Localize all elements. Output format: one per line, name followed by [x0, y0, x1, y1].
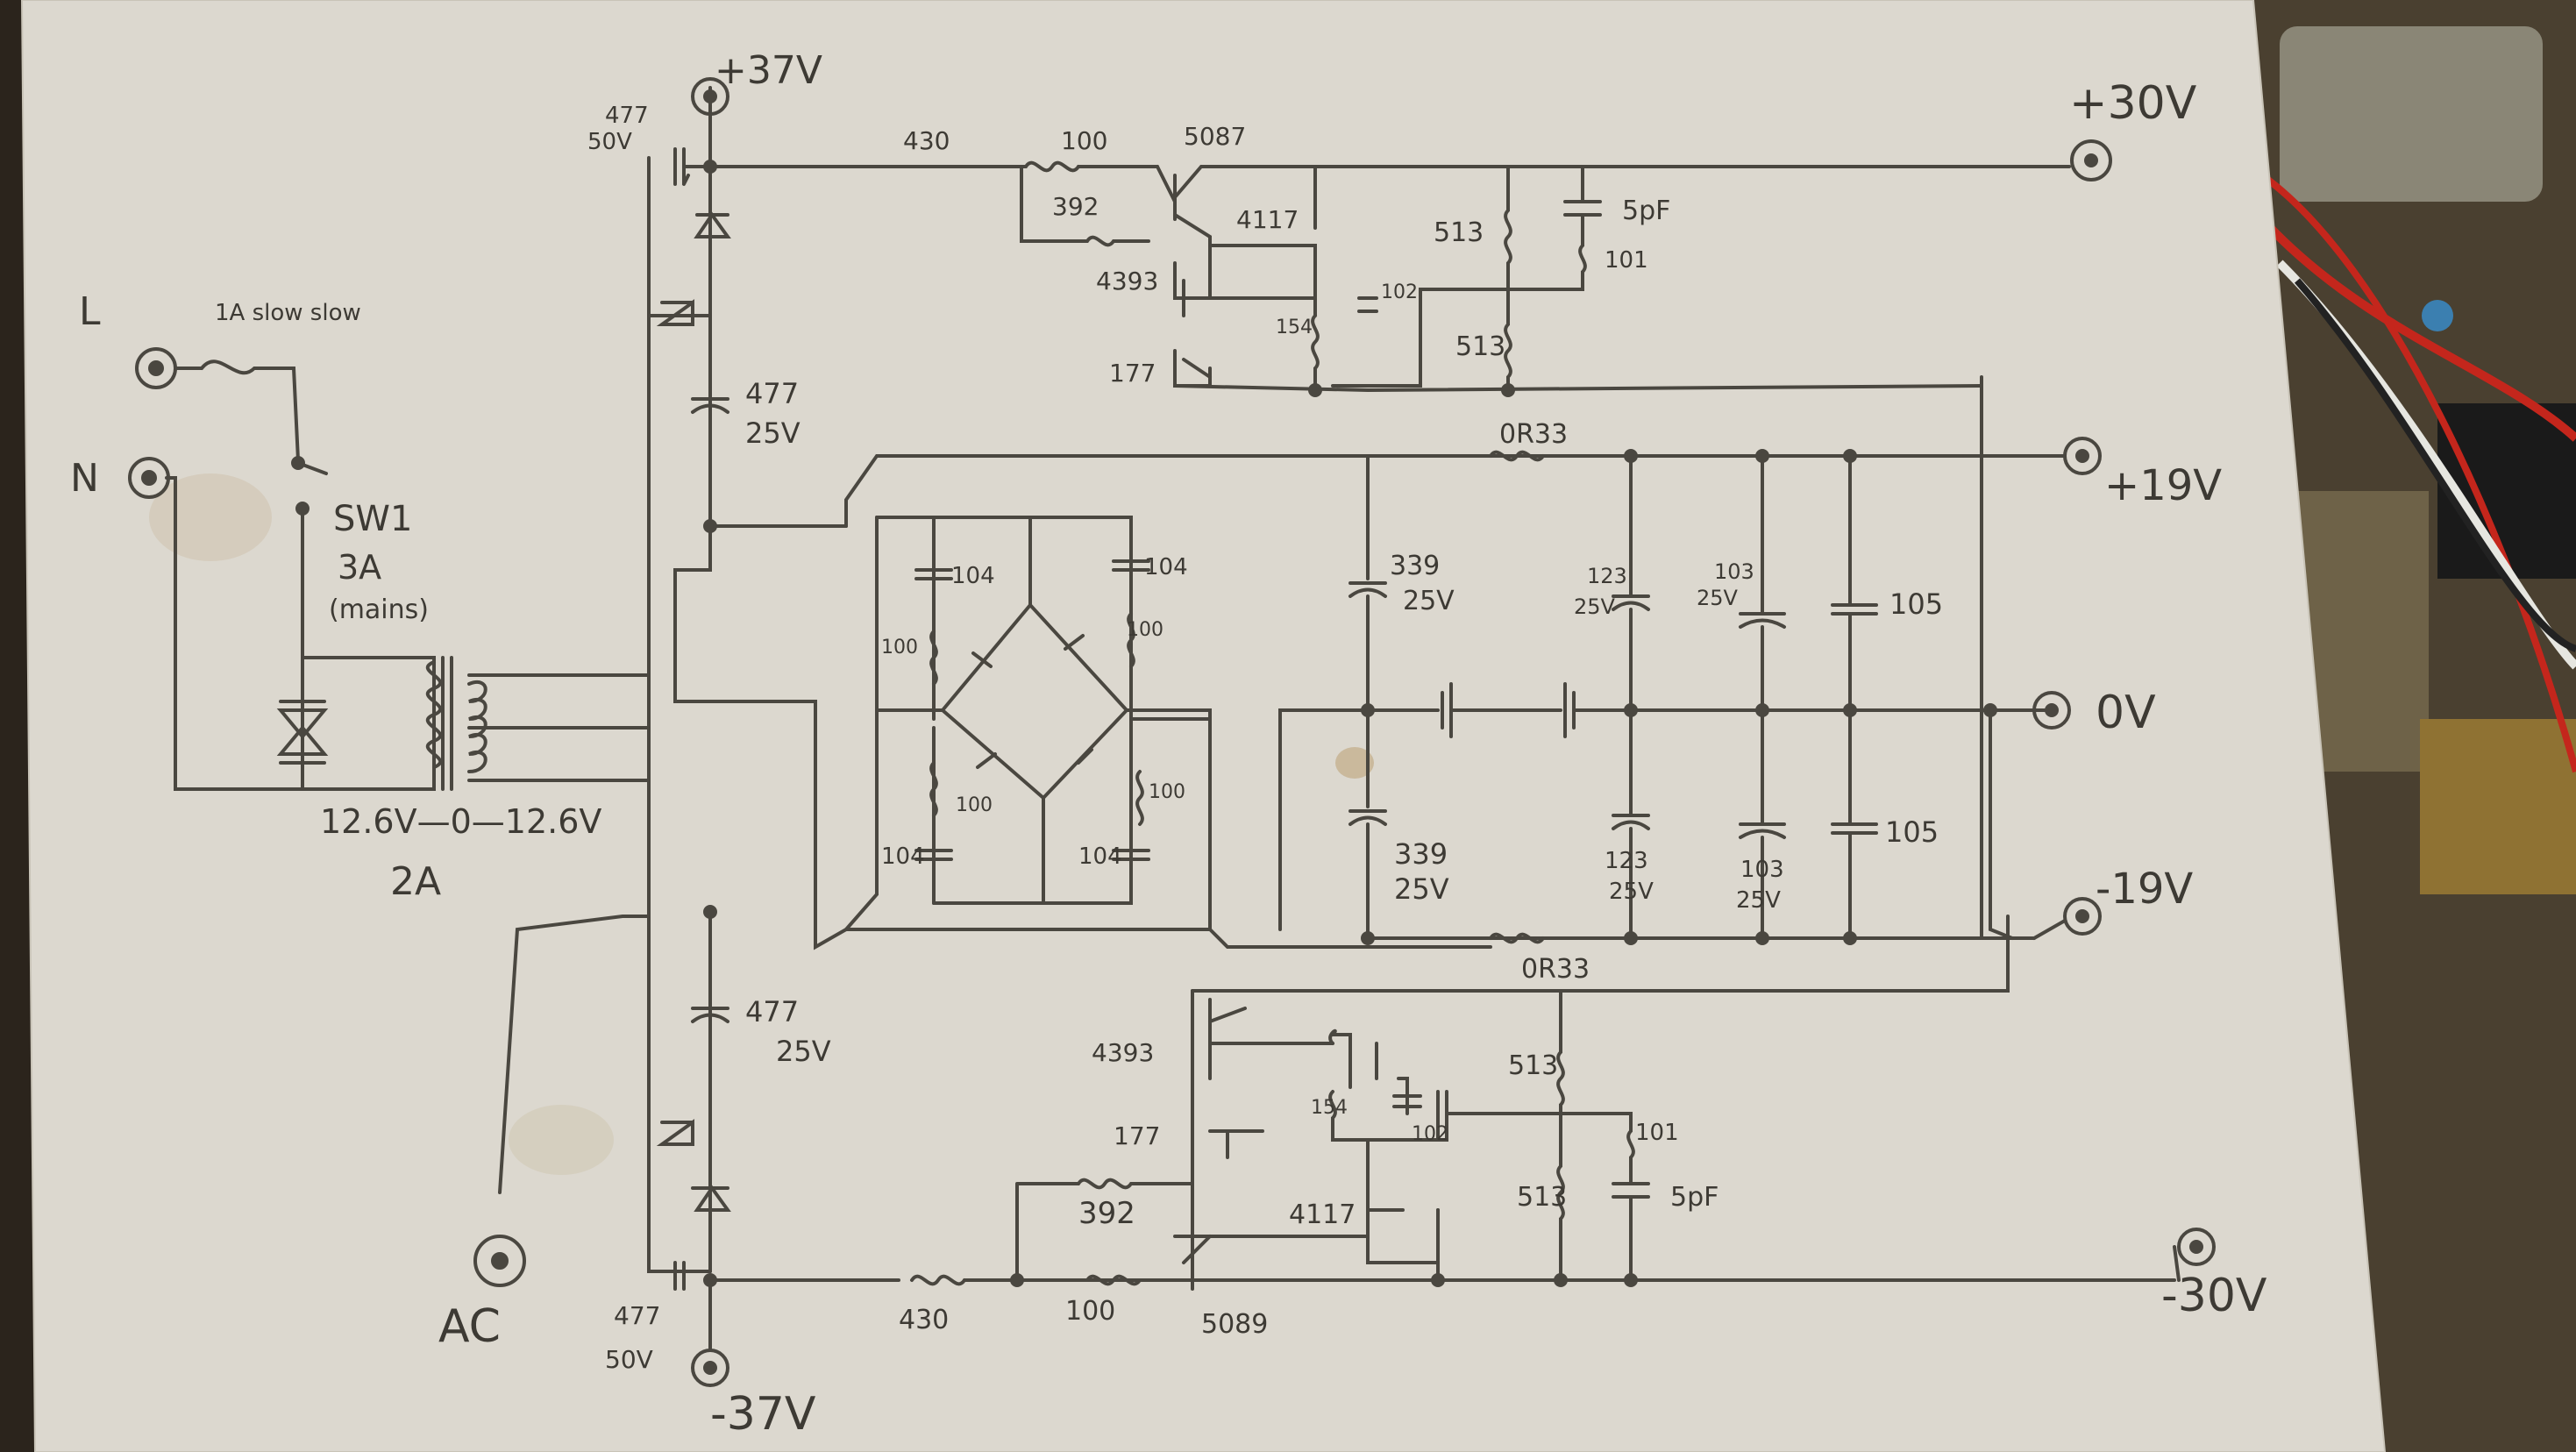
fuse-rating-label: 1A slow slow — [215, 300, 361, 326]
bridge-res-tl-label: 100 — [881, 637, 918, 658]
filter-c-bulk-top-voltage-label: 25V — [1403, 586, 1455, 616]
rail-pos-out-label: +30V — [2069, 77, 2197, 130]
lower-r-series-label: 430 — [899, 1305, 949, 1335]
lower-q-ref-label: 4117 — [1289, 1199, 1356, 1230]
upper-c-comp-label: 102 — [1381, 281, 1418, 303]
lower-r-bias-label: 392 — [1078, 1196, 1135, 1231]
upper-q-src-label: 177 — [1109, 359, 1156, 388]
transformer-current-label: 2A — [390, 859, 441, 904]
filter-c-mid-top-label: 123 — [1587, 564, 1627, 588]
lower-r-div-bot-label: 513 — [1517, 1182, 1567, 1213]
lower-r-ff-label: 101 — [1635, 1120, 1679, 1146]
filter-c103-bot-voltage-label: 25V — [1736, 887, 1781, 914]
paper-sheet — [22, 0, 2385, 1452]
upper-c-ff-label: 5pF — [1622, 196, 1670, 226]
upper-r-base-label: 100 — [1061, 126, 1107, 155]
upper-q-pass-label: 5087 — [1184, 122, 1246, 151]
filter-c103-bot-label: 103 — [1740, 857, 1784, 883]
transformer-secondary-label: 12.6V—0—12.6V — [320, 802, 601, 841]
lower-cap-in-voltage-label: 50V — [605, 1345, 653, 1374]
switch-note-label: (mains) — [329, 594, 429, 625]
lower-r-base-label: 100 — [1065, 1296, 1115, 1327]
lower-r-fb-label: 154 — [1311, 1097, 1348, 1119]
bridge-res-br-label: 100 — [1149, 781, 1185, 803]
filter-r-pos-label: 0R33 — [1499, 419, 1568, 450]
upper-r-bias-label: 392 — [1052, 192, 1099, 221]
lower-q-ctrl-label: 4393 — [1092, 1038, 1154, 1067]
bridge-cap-tr-label: 104 — [1144, 554, 1188, 580]
upper-r-series-label: 430 — [903, 126, 950, 155]
upper-r-ff-label: 101 — [1605, 247, 1648, 274]
ac-terminal-label: AC — [438, 1300, 501, 1353]
switch-ref-label: SW1 — [333, 499, 412, 539]
filter-c-mid-bot-label: 123 — [1605, 848, 1648, 874]
bridge-cap-tl-label: 104 — [951, 563, 995, 589]
upper-r-div-bot-label: 513 — [1455, 331, 1505, 362]
upper-q-ref-label: 4117 — [1236, 205, 1299, 234]
bridge-cap-bl-label: 104 — [881, 843, 925, 870]
rail-pos-raw-label: +37V — [715, 48, 822, 93]
upper-q-ctrl-label: 4393 — [1096, 267, 1158, 295]
rail-pos-mid-label: +19V — [2104, 461, 2222, 510]
filter-c-bulk-bot-voltage-label: 25V — [1394, 872, 1449, 906]
bridge-res-bl-label: 100 — [956, 794, 993, 816]
upper-r-fb-label: 154 — [1276, 317, 1313, 338]
bridge-res-tr-label: 100 — [1127, 619, 1163, 641]
bridge-cap-br-label: 104 — [1078, 843, 1122, 870]
filter-c103-top-label: 103 — [1714, 559, 1754, 584]
rail-neg-raw-label: -37V — [710, 1388, 816, 1441]
lower-r-div-top-label: 513 — [1508, 1050, 1558, 1081]
desk-clutter — [2245, 0, 2576, 1452]
switch-rating-label: 3A — [338, 548, 381, 587]
filter-c-mid-top-voltage-label: 25V — [1574, 594, 1616, 619]
rail-neg-out-label: -30V — [2161, 1270, 2267, 1322]
wiring — [128, 77, 2216, 1387]
lower-q-pass-label: 5089 — [1201, 1309, 1268, 1340]
filter-c-mid-bot-voltage-label: 25V — [1609, 879, 1654, 905]
lower-cap-in-label: 477 — [614, 1301, 660, 1330]
filter-c-bulk-top-label: 339 — [1390, 551, 1440, 581]
upper-cap-in-voltage-label: 50V — [587, 129, 632, 155]
filter-c-hf-top-label: 105 — [1889, 587, 1943, 621]
fuse-ref-label: L — [79, 289, 101, 334]
upper-r-div-top-label: 513 — [1434, 217, 1484, 248]
lower-q-src-label: 177 — [1114, 1121, 1160, 1150]
lower-cap-res-voltage-label: 25V — [776, 1035, 831, 1068]
upper-cap-in-label: 477 — [605, 103, 649, 129]
filter-c103-top-voltage-label: 25V — [1697, 586, 1739, 610]
label-layer: L 1A slow slow N SW1 3A (mains) 12.6V—0—… — [70, 48, 2267, 1441]
filter-r-neg-label: 0R33 — [1521, 954, 1590, 985]
filter-c-hf-bot-label: 105 — [1885, 815, 1939, 849]
lower-c-comp-label: 102 — [1412, 1123, 1448, 1145]
filter-c-bulk-bot-label: 339 — [1394, 837, 1448, 871]
upper-cap-res-label: 477 — [745, 377, 799, 410]
rail-gnd-label: 0V — [2096, 687, 2156, 739]
neutral-label: N — [70, 456, 99, 501]
upper-cap-res-voltage-label: 25V — [745, 416, 801, 450]
lower-c-ff-label: 5pF — [1670, 1182, 1719, 1213]
lower-cap-res-label: 477 — [745, 995, 799, 1028]
rail-neg-mid-label: -19V — [2096, 865, 2193, 914]
